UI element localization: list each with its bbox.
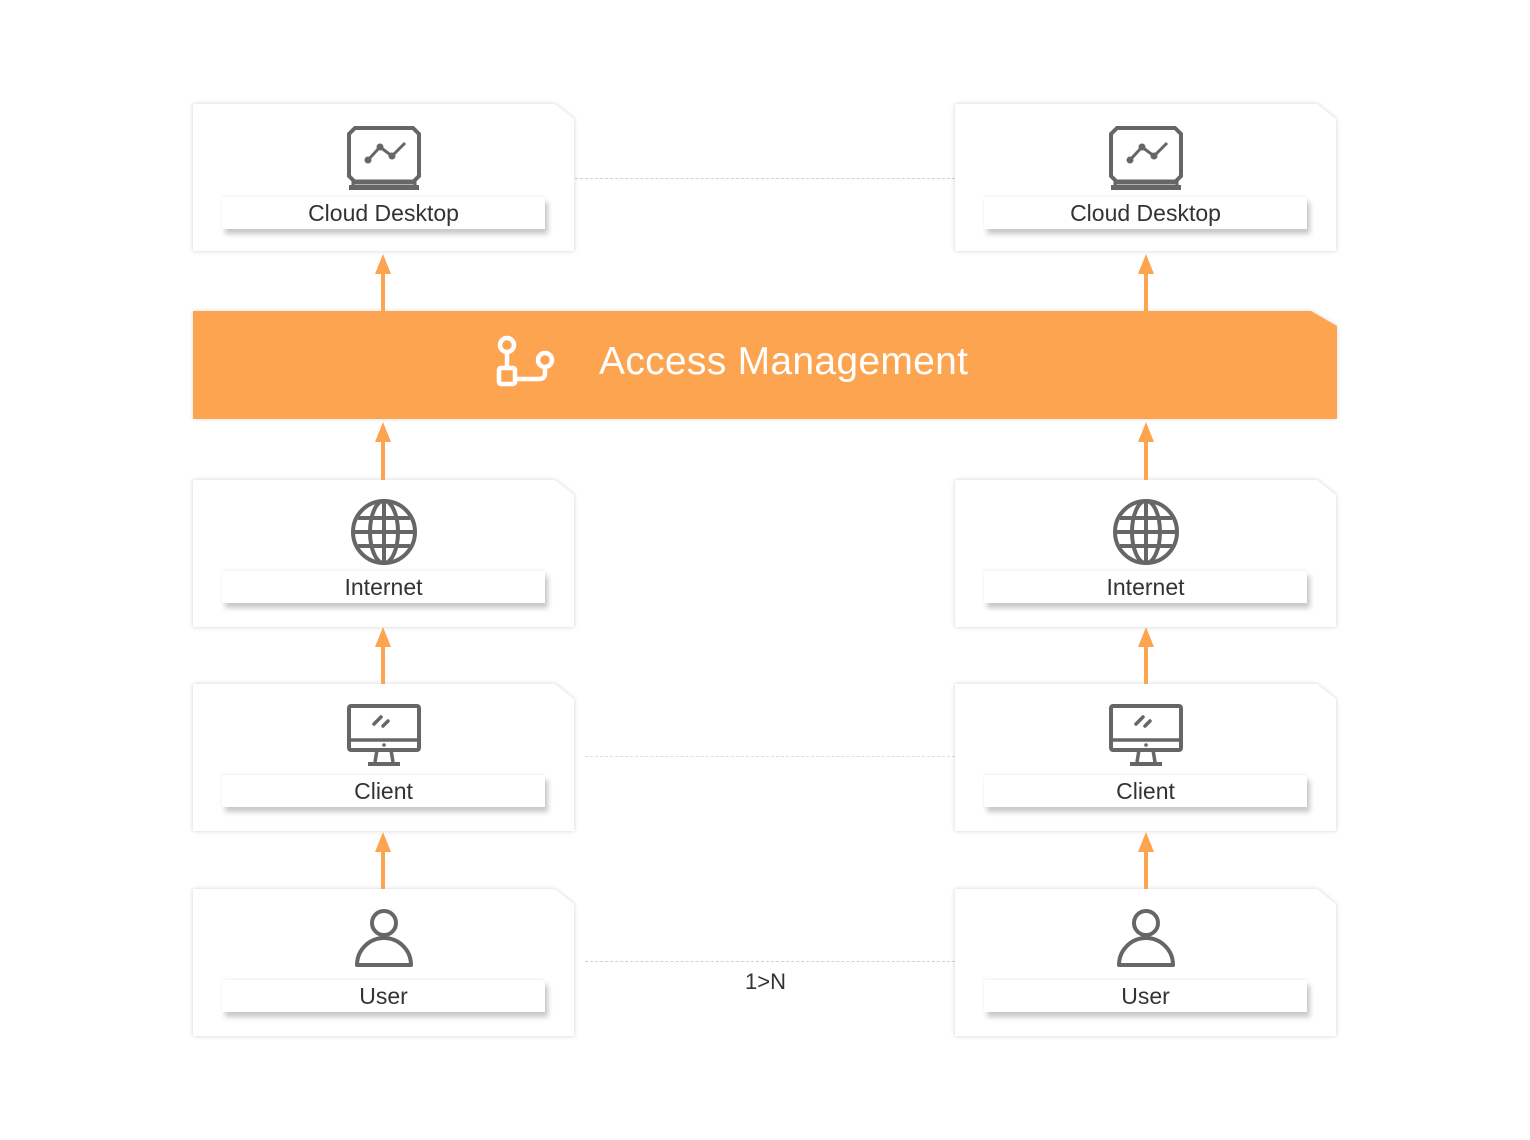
node-client-right: Client — [955, 684, 1336, 831]
desktop-computer-icon — [347, 704, 421, 768]
branch-flow-icon — [495, 335, 557, 395]
node-cloud-desktop-right: Cloud Desktop — [955, 104, 1336, 251]
access-management-bar: Access Management — [193, 311, 1337, 419]
cloud-desktop-link-line — [575, 178, 955, 179]
node-user-right: User — [955, 889, 1336, 1036]
desktop-computer-icon — [1109, 704, 1183, 768]
cloud-desktop-monitor-icon — [1109, 126, 1183, 192]
node-cloud-desktop-left: Cloud Desktop — [193, 104, 574, 251]
user-icon — [1116, 908, 1176, 968]
node-label: Internet — [984, 571, 1307, 603]
node-label: User — [984, 980, 1307, 1012]
globe-icon — [1112, 498, 1180, 566]
node-label: Cloud Desktop — [984, 197, 1307, 229]
globe-icon — [350, 498, 418, 566]
node-label: Client — [222, 775, 545, 807]
cloud-desktop-monitor-icon — [347, 126, 421, 192]
relation-label: 1>N — [745, 969, 786, 994]
node-label: Client — [984, 775, 1307, 807]
node-internet-right: Internet — [955, 480, 1336, 627]
node-label: Cloud Desktop — [222, 197, 545, 229]
node-label: Internet — [222, 571, 545, 603]
node-user-left: User — [193, 889, 574, 1036]
node-label: User — [222, 980, 545, 1012]
user-icon — [354, 908, 414, 968]
client-link-line — [585, 756, 955, 757]
node-client-left: Client — [193, 684, 574, 831]
user-link-line — [585, 961, 955, 962]
access-management-title: Access Management — [599, 340, 969, 383]
node-internet-left: Internet — [193, 480, 574, 627]
